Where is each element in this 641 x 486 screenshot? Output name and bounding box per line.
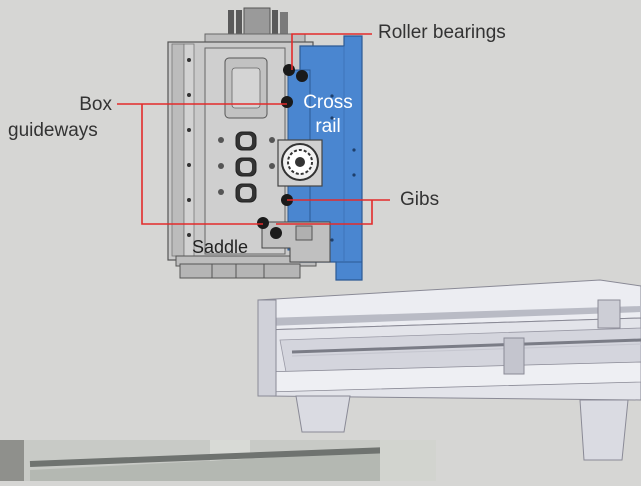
label-cross-rail-line2: rail <box>315 116 341 137</box>
label-cross-rail-line1: Cross <box>303 92 353 113</box>
label-box-guideways-line2: guideways <box>8 120 98 141</box>
label-saddle: Saddle <box>192 237 249 257</box>
photo-strip <box>0 440 436 481</box>
label-box-guideways-line1: Box <box>79 94 112 115</box>
label-gibs: Gibs <box>400 189 440 210</box>
ball-screw-gear <box>277 139 323 187</box>
cross-rail-render <box>257 279 641 461</box>
leader-lines <box>117 33 390 225</box>
label-roller-bearings: Roller bearings <box>378 22 506 43</box>
